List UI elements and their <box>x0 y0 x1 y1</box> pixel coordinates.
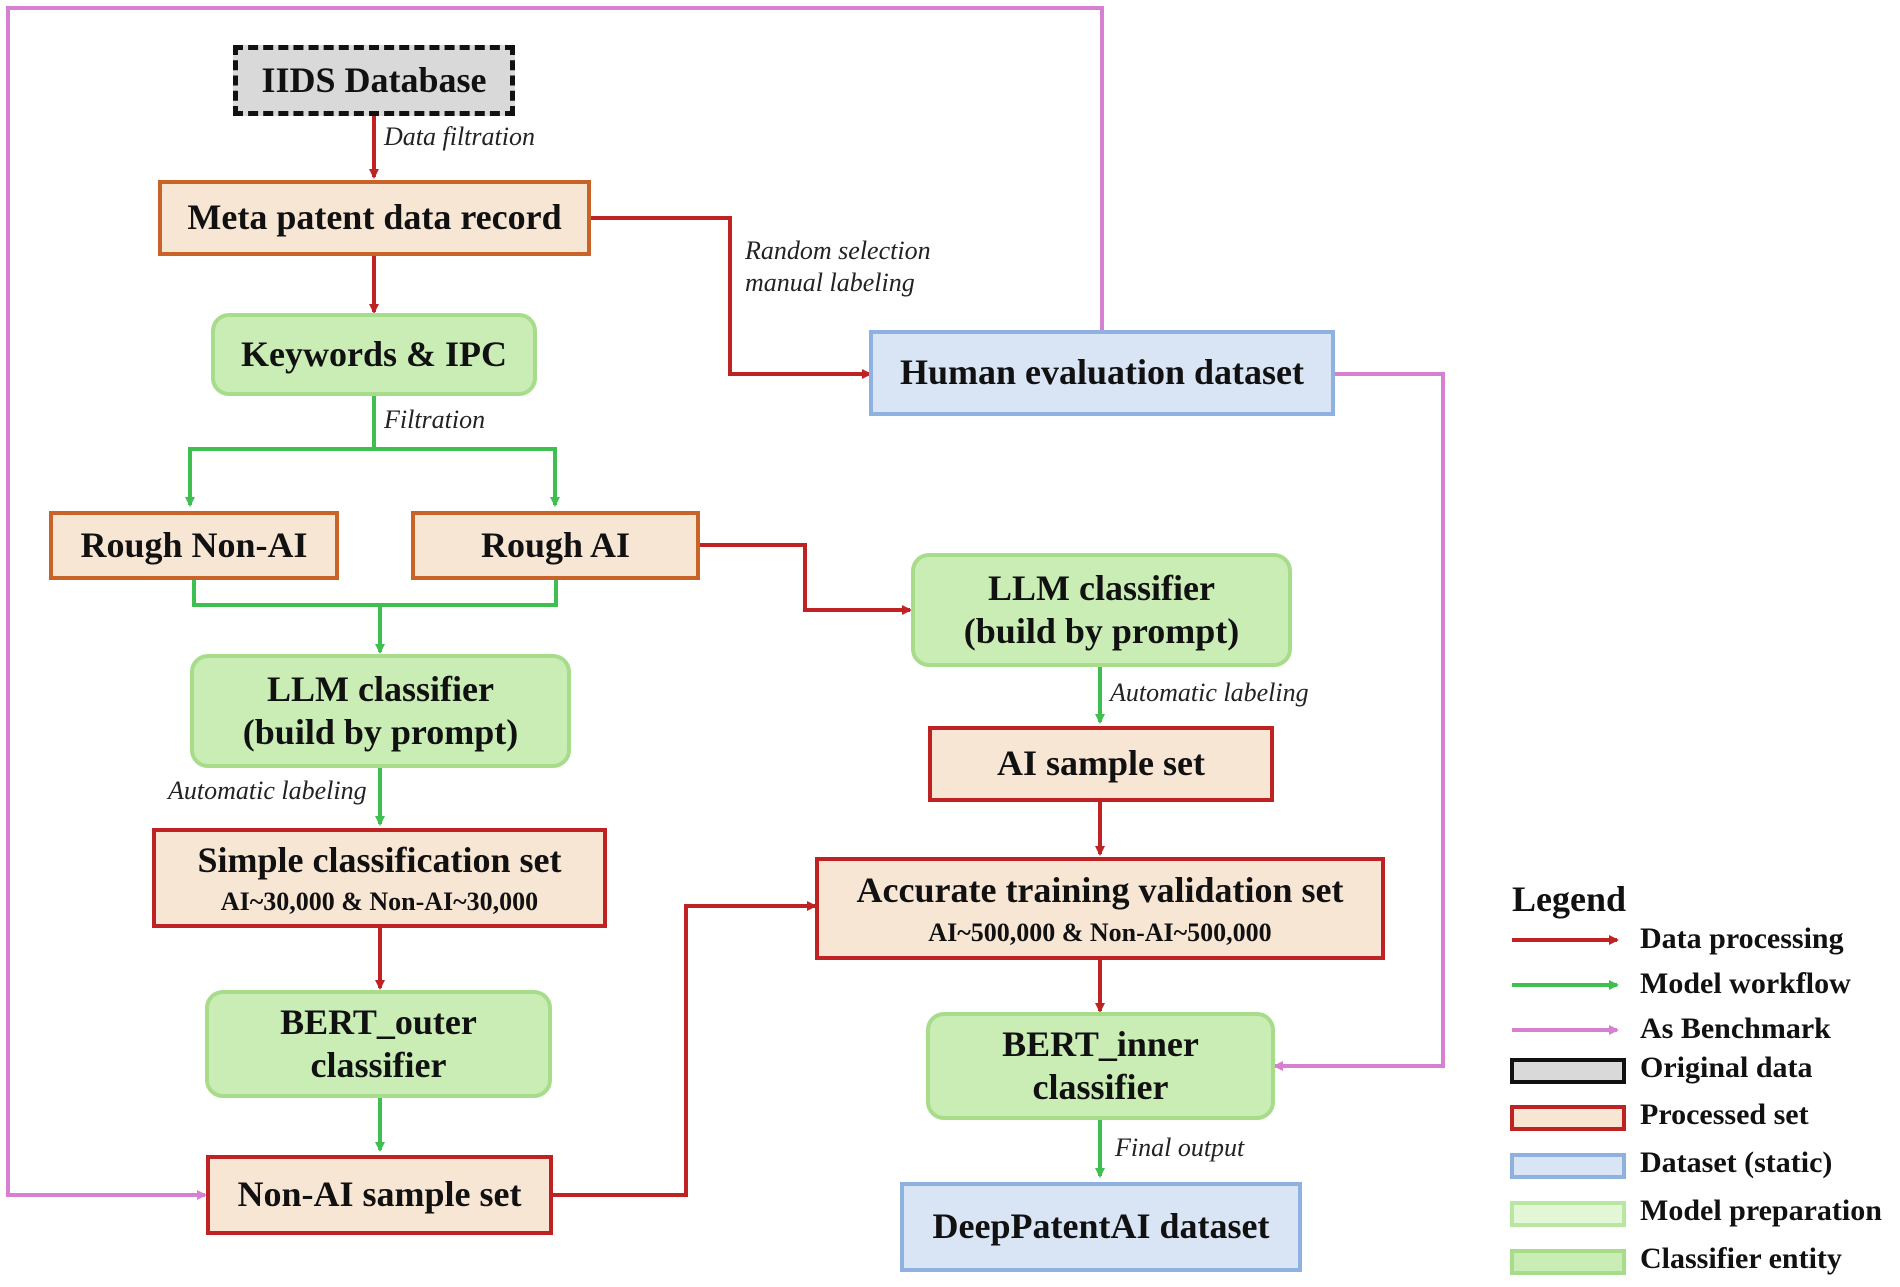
legend-dataset-static: Dataset (static) <box>1640 1146 1833 1179</box>
label-automatic-labeling-left: Automatic labeling <box>168 776 367 805</box>
legend-title: Legend <box>1512 879 1627 919</box>
label-manual-labeling: manual labeling <box>745 268 915 297</box>
edge-meta-to-human <box>591 216 872 379</box>
edge-nonai-to-accurate <box>553 901 817 1197</box>
legend-classifier-entity: Classifier entity <box>1640 1242 1842 1275</box>
node-label-line2: classifier <box>1032 1067 1169 1107</box>
edge-human-to-bert-inner <box>1273 372 1445 1071</box>
legend-model-workflow: Model workflow <box>1640 967 1851 1000</box>
legend-model-preparation: Model preparation <box>1640 1194 1882 1227</box>
node-label: IIDS Database <box>261 59 487 100</box>
node-deeppatentai-dataset: DeepPatentAI dataset <box>900 1182 1302 1272</box>
node-label: Keywords & IPC <box>241 333 507 374</box>
label-automatic-labeling-right: Automatic labeling <box>1110 678 1309 707</box>
node-label-line2: (build by prompt) <box>242 712 519 752</box>
node-label: Rough Non-AI <box>80 524 308 565</box>
node-non-ai-sample-set: Non-AI sample set <box>206 1155 553 1235</box>
node-rough-ai: Rough AI <box>411 511 700 580</box>
legend-as-benchmark: As Benchmark <box>1640 1012 1831 1045</box>
node-label-line1: LLM classifier <box>267 668 494 709</box>
node-label: AI sample set <box>997 743 1205 784</box>
node-label-line2: (build by prompt) <box>963 611 1240 651</box>
edge-roughai-to-llm-right <box>700 543 912 615</box>
node-label: Accurate training validation set <box>856 870 1344 911</box>
label-filtration: Filtration <box>384 405 486 434</box>
node-accurate-training-validation-set: Accurate training validation set AI~500,… <box>815 857 1385 960</box>
node-label: Human evaluation dataset <box>899 352 1305 393</box>
node-iids-database: IIDS Database <box>233 45 515 116</box>
node-label: Rough AI <box>480 524 631 565</box>
node-keywords-ipc: Keywords & IPC <box>211 313 537 396</box>
legend-original-data: Original data <box>1640 1051 1813 1084</box>
node-bert-inner-classifier: BERT_inner classifier <box>926 1012 1275 1120</box>
node-label-line1: LLM classifier <box>988 567 1215 608</box>
node-label: Meta patent data record <box>187 197 562 238</box>
label-final-output: Final output <box>1115 1133 1245 1162</box>
edge-roughs-merge <box>192 580 558 607</box>
node-ai-sample-set: AI sample set <box>928 726 1274 802</box>
legend-data-processing: Data processing <box>1640 922 1844 955</box>
node-label-line1: BERT_outer <box>280 1001 477 1042</box>
legend-swatch-original <box>1510 1058 1626 1084</box>
legend-swatch-classifier <box>1510 1249 1626 1275</box>
node-rough-non-ai: Rough Non-AI <box>49 511 339 580</box>
label-data-filtration: Data filtration <box>384 122 535 151</box>
node-label: Non-AI sample set <box>237 1174 522 1215</box>
node-llm-classifier-left: LLM classifier (build by prompt) <box>190 654 571 768</box>
node-meta-patent-record: Meta patent data record <box>158 180 591 256</box>
edge-keywords-to-roughai <box>374 447 560 507</box>
legend-swatch-processed <box>1510 1105 1626 1131</box>
edge-keywords-split <box>185 396 376 507</box>
edge-human-to-nonai-sample <box>6 6 1104 1200</box>
node-llm-classifier-right: LLM classifier (build by prompt) <box>911 553 1292 667</box>
legend-swatch-model-prep <box>1510 1201 1626 1227</box>
node-label-line1: BERT_inner <box>1002 1023 1199 1064</box>
node-label-line2: classifier <box>310 1045 447 1085</box>
node-bert-outer-classifier: BERT_outer classifier <box>205 990 552 1098</box>
node-sublabel: AI~30,000 & Non-AI~30,000 <box>220 887 539 916</box>
legend-swatch-dataset <box>1510 1153 1626 1179</box>
node-human-evaluation-dataset: Human evaluation dataset <box>869 330 1335 416</box>
node-label: DeepPatentAI dataset <box>932 1206 1270 1247</box>
label-random-selection: Random selection <box>745 236 931 265</box>
node-simple-classification-set: Simple classification set AI~30,000 & No… <box>152 828 607 928</box>
node-sublabel: AI~500,000 & Non-AI~500,000 <box>928 917 1272 947</box>
legend-processed-set: Processed set <box>1640 1098 1809 1131</box>
node-label: Simple classification set <box>197 839 562 880</box>
